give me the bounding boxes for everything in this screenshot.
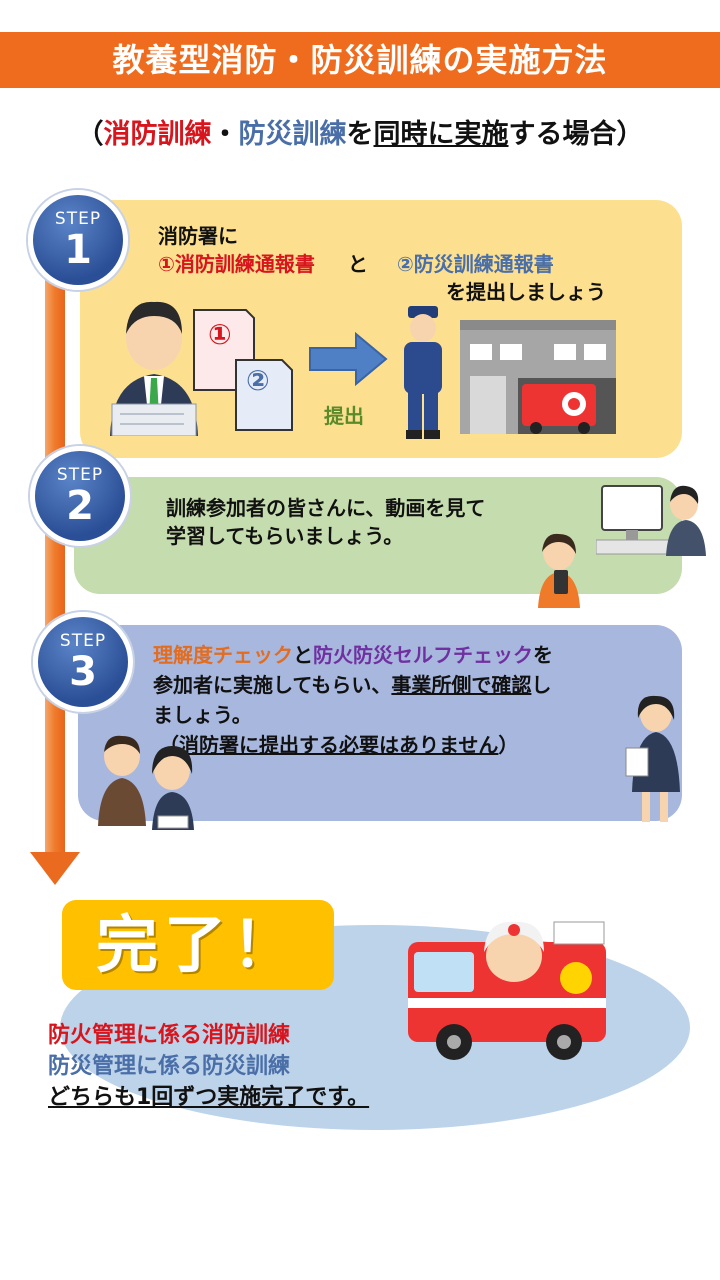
step1-line3: を提出しましょう [446,280,606,304]
fire-truck-icon [408,921,606,1060]
final-line1: 防火管理に係る消防訓練 [48,1023,291,1048]
step3-to: と [293,643,313,667]
submit-label: 提出 [324,404,364,428]
timeline-arrow [30,240,80,885]
step3-check2: 防火防災セルフチェック [313,643,533,667]
step3-line3: ましょう。 [153,703,252,727]
step3-label: STEP [59,631,107,651]
step3-line2a: 参加者に実施してもらい、 [153,673,392,697]
step2-badge: STEP 2 [30,446,130,546]
step2-line2: 学習してもらいましょう。 [166,524,404,548]
step3-check1: 理解度チェック [153,643,293,667]
step3-number: 3 [69,649,97,695]
step1-label: STEP [54,209,102,229]
step2-text: 訓練参加者の皆さんに、動画を見て 学習してもらいましょう。 [166,494,586,550]
submit-arrow-icon [309,332,388,386]
fire-station-icon [460,320,616,434]
step1-text: 消防署に ①消防訓練通報書 と ②防災訓練通報書 を提出しましょう [158,222,658,306]
subtitle-dot: ・ [211,119,239,150]
subtitle-fire-training: 消防訓練 [103,119,212,150]
step1-report1: ①消防訓練通報書 [158,252,315,276]
participants-icon [98,735,194,830]
documents-icon [193,309,293,431]
step3-line2b: 事業所側で確認 [391,673,532,697]
office-worker-icon [110,301,198,436]
firefighter-icon [404,306,442,439]
page-title: 教養型消防・防災訓練の実施方法 [0,32,720,88]
staff-woman-icon [625,695,680,822]
phone-user-icon [538,533,580,608]
step3-note-close: ） [498,733,519,757]
subtitle-paren-open: （ [76,119,104,150]
subtitle-rest: する場合） [508,119,644,150]
completion-banner: 完了！ [62,900,334,990]
step1-badge: STEP 1 [28,190,128,290]
step3-line2c: し [531,673,552,697]
step3-badge: STEP 3 [33,612,133,712]
step2-number: 2 [66,483,94,529]
step1-line1: 消防署に [158,224,238,248]
step2-line1: 訓練参加者の皆さんに、動画を見て [166,496,486,520]
final-line2: 防災管理に係る防災訓練 [48,1054,291,1079]
doc2-label: ② [246,364,270,397]
step1-and: と [347,252,368,276]
subtitle-disaster-training: 防災訓練 [238,119,347,150]
step1-report2: ②防災訓練通報書 [396,252,554,276]
step3-text: 理解度チェックと防火防災セルフチェックを 参加者に実施してもらい、事業所側で確認… [153,640,653,760]
subtitle: （消防訓練・防災訓練を同時に実施する場合） [0,112,720,151]
final-text: 防火管理に係る消防訓練 防災管理に係る防災訓練 どちらも1回ずつ実施完了です。 [48,1020,468,1113]
final-line3: どちらも1回ずつ実施完了です。 [48,1085,370,1110]
step3-note: 消防署に提出する必要はありません [179,733,499,757]
step3-wo: を [533,643,553,667]
step1-number: 1 [64,227,92,273]
subtitle-wo: を [346,119,374,150]
step2-label: STEP [56,465,104,485]
step2-card [74,477,682,594]
subtitle-simultaneous: 同時に実施 [373,119,509,150]
doc1-label: ① [208,318,232,351]
computer-user-icon [596,485,706,556]
